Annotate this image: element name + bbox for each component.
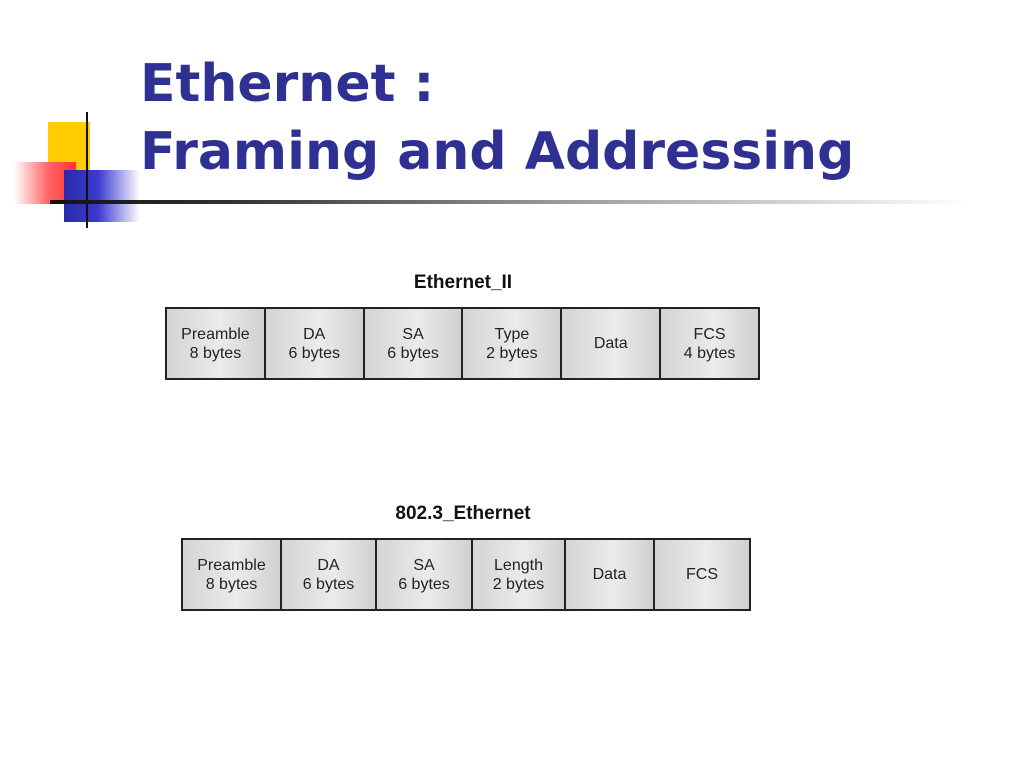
frame-field-da: DA 6 bytes [265,309,365,378]
field-name: Data [592,566,627,583]
field-size: 6 bytes [387,344,439,362]
frame-field-length: Length 2 bytes [473,540,566,609]
frame-field-sa: SA 6 bytes [364,309,464,378]
frame-field-data: Data [562,309,662,378]
ieee-802-3-frame-label: 802.3_Ethernet [395,503,531,524]
title-underline-rule [50,200,970,204]
frame-field-type: Type 2 bytes [463,309,563,378]
field-name: SA [413,556,435,574]
ieee-802-3-frame: Preamble 8 bytes DA 6 bytes SA 6 bytes L… [181,538,751,611]
field-size: 8 bytes [205,575,258,593]
slide-logo-decoration [0,0,140,240]
field-name: DA [303,325,326,343]
vertical-rule-decoration [86,112,88,228]
field-name: Data [593,335,628,352]
field-name: SA [402,325,424,343]
field-name: FCS [686,566,718,583]
frame-field-da: DA 6 bytes [282,540,377,609]
field-name: Preamble [181,325,250,343]
ethernet-ii-frame: Preamble 8 bytes DA 6 bytes SA 6 bytes T… [165,307,760,380]
field-name: Length [494,556,543,574]
frame-field-preamble: Preamble 8 bytes [183,540,282,609]
field-size: 6 bytes [288,344,341,362]
field-name: DA [317,556,340,574]
slide-title-line2: Framing and Addressing [140,122,855,182]
frame-field-preamble: Preamble 8 bytes [167,309,266,378]
slide-title: Ethernet : Framing and Addressing [140,50,854,186]
field-name: Preamble [197,556,266,574]
field-name: Type [494,325,530,343]
field-name: FCS [693,325,726,343]
field-size: 2 bytes [486,344,538,362]
field-size: 6 bytes [398,575,450,593]
blue-square-decoration [64,170,140,222]
frame-field-fcs: FCS 4 bytes [661,309,758,378]
frame-field-sa: SA 6 bytes [377,540,473,609]
ethernet-ii-frame-label: Ethernet_II [413,272,513,293]
field-size: 4 bytes [683,344,736,362]
slide-title-line1: Ethernet : [140,54,435,114]
field-size: 8 bytes [189,344,242,362]
field-size: 2 bytes [492,575,545,593]
frame-field-fcs: FCS [655,540,749,609]
frame-field-data: Data [566,540,655,609]
field-size: 6 bytes [302,575,355,593]
